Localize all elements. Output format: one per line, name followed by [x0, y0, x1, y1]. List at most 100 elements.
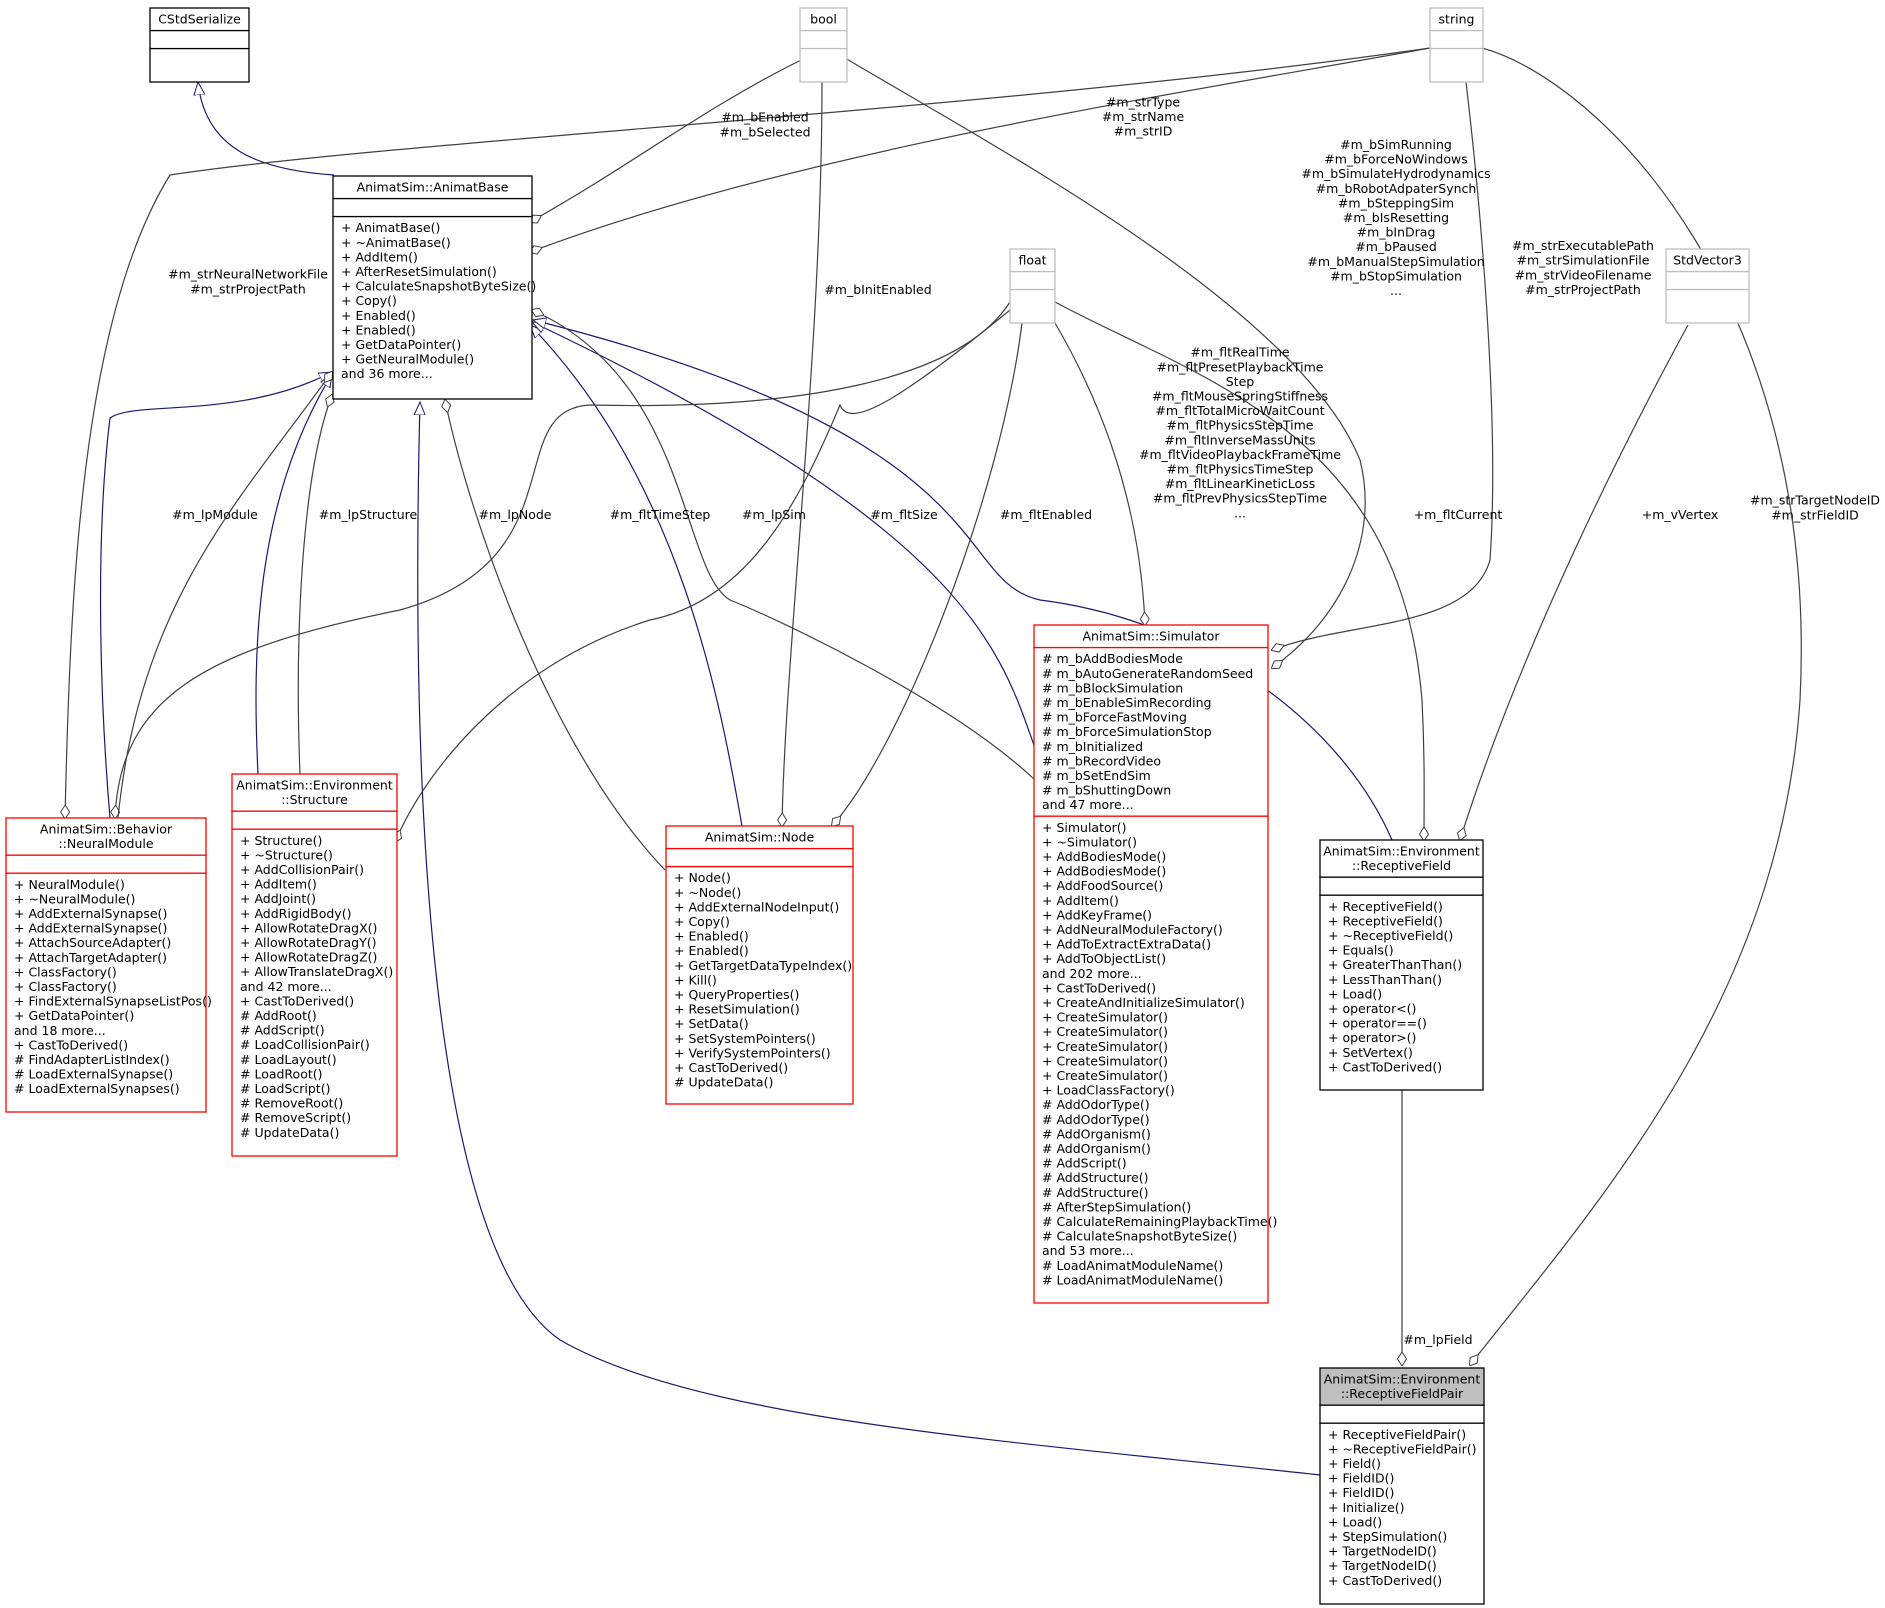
edge-float-node: [832, 322, 1023, 826]
label-bool-simulator: #m_bSimRunning#m_bForceNoWindows#m_bSimu…: [1301, 137, 1490, 298]
class-method: + AddExternalSynapse(): [14, 906, 167, 921]
class-stdvector3[interactable]: StdVector3: [1665, 248, 1750, 324]
label-fltenabled: #m_fltEnabled: [1000, 507, 1092, 522]
class-method: + Node(): [674, 870, 731, 885]
class-method: + AddItem(): [1042, 893, 1119, 908]
edge-label-line: #m_fltPhysicsStepTime: [1167, 418, 1314, 433]
class-method: + CastToDerived(): [1328, 1059, 1442, 1074]
class-attribute: # m_bBlockSimulation: [1042, 680, 1183, 695]
class-method: + LessThanThan(): [1328, 972, 1442, 987]
class-method: + CastToDerived(): [1328, 1573, 1442, 1588]
edge-label-line: #m_lpNode: [479, 507, 552, 522]
edge-label-line: #m_bRobotAdpaterSynch: [1316, 181, 1477, 196]
class-attribute: # m_bShuttingDown: [1042, 783, 1171, 798]
class-method: + Enabled(): [674, 929, 749, 944]
class-title: AnimatSim::Simulator: [1082, 629, 1220, 644]
class-method: and 18 more...: [14, 1023, 106, 1038]
edge-label-line: +m_vVertex: [1642, 507, 1718, 522]
edge-label-line: #m_bSimulateHydrodynamics: [1301, 166, 1490, 181]
class-method: + AddRigidBody(): [240, 906, 351, 921]
class-method: # LoadAnimatModuleName(): [1042, 1272, 1223, 1287]
edge-label-line: #m_lpModule: [172, 507, 258, 522]
edge-label-line: #m_fltPresetPlaybackTime: [1156, 359, 1323, 374]
class-method: + operator<(): [1328, 1001, 1416, 1016]
class-method: + Field(): [1328, 1456, 1381, 1471]
class-method: + operator==(): [1328, 1016, 1427, 1031]
class-attribute: # m_bSetEndSim: [1042, 768, 1151, 783]
class-title: AnimatSim::Behavior: [40, 822, 173, 837]
class-method: + ReceptiveField(): [1328, 899, 1443, 914]
class-title: ::ReceptiveFieldPair: [1341, 1386, 1464, 1401]
class-simulator[interactable]: AnimatSim::Simulator# m_bAddBodiesMode# …: [1033, 624, 1277, 1304]
class-attribute: # m_bInitialized: [1042, 739, 1143, 754]
edge-label-line: Step: [1226, 374, 1255, 389]
class-method: + Copy(): [674, 914, 730, 929]
class-neuralmodule[interactable]: AnimatSim::Behavior::NeuralModule+ Neura…: [5, 817, 212, 1113]
class-float[interactable]: float: [1009, 248, 1056, 324]
edge-label-line: #m_fltInverseMassUnits: [1164, 432, 1315, 447]
edge-label-line: #m_strID: [1114, 124, 1173, 139]
class-method: # AddStructure(): [1042, 1170, 1149, 1185]
class-bool[interactable]: bool: [799, 7, 848, 83]
class-method: # LoadRoot(): [240, 1066, 323, 1081]
edge-bool-simulator: [844, 57, 1366, 668]
class-method: + Enabled(): [341, 308, 416, 323]
edge-float-receptivefield: [1054, 301, 1424, 840]
edge-label-line: #m_strExecutablePath: [1512, 238, 1654, 253]
class-title: ::ReceptiveField: [1352, 858, 1451, 873]
label-bool-node: #m_bInitEnabled: [824, 282, 931, 297]
class-animatbase[interactable]: AnimatSim::AnimatBase+ AnimatBase()+ ~An…: [332, 175, 536, 400]
edge-label-line: #m_bEnabled: [721, 110, 808, 125]
class-method: # AddScript(): [240, 1023, 325, 1038]
edge-stdvector3-receptivefield: [1460, 324, 1689, 840]
class-method: + CreateAndInitializeSimulator(): [1042, 995, 1245, 1010]
label-string-neuralmodule: #m_strNeuralNetworkFile#m_strProjectPath: [168, 267, 328, 297]
class-node[interactable]: AnimatSim::Node+ Node()+ ~Node()+ AddExt…: [665, 825, 854, 1105]
class-method: # RemoveRoot(): [240, 1096, 343, 1111]
class-method: + TargetNodeID(): [1328, 1558, 1437, 1573]
edge-label-line: #m_fltTimeStep: [610, 507, 711, 522]
class-title: AnimatSim::Environment: [236, 778, 393, 793]
edge-label-line: #m_bPaused: [1355, 239, 1437, 254]
class-title: AnimatSim::AnimatBase: [357, 180, 509, 195]
class-method: # AddScript(): [1042, 1156, 1127, 1171]
edge-bool-animatbase-a: [530, 57, 806, 222]
class-method: # AddOdorType(): [1042, 1112, 1150, 1127]
class-attribute: # m_bEnableSimRecording: [1042, 695, 1212, 710]
class-structure[interactable]: AnimatSim::Environment::Structure+ Struc…: [231, 773, 398, 1157]
edge-label-line: #m_fltSize: [870, 507, 938, 522]
class-method: + ClassFactory(): [14, 979, 117, 994]
class-method: + ~ReceptiveFieldPair(): [1328, 1441, 1477, 1456]
class-method: + FieldID(): [1328, 1471, 1394, 1486]
class-method: + NeuralModule(): [14, 877, 125, 892]
label-bool-animatbase: #m_bEnabled#m_bSelected: [719, 110, 810, 140]
class-method: + CreateSimulator(): [1042, 1068, 1168, 1083]
class-method: + AddToObjectList(): [1042, 951, 1166, 966]
edge-structure-animatbase-use: [297, 395, 332, 775]
class-receptivefieldpair[interactable]: AnimatSim::Environment::ReceptiveFieldPa…: [1319, 1367, 1485, 1605]
class-method: # CalculateSnapshotByteSize(): [1042, 1229, 1237, 1244]
label-vvertex: +m_vVertex: [1642, 507, 1718, 522]
class-title: StdVector3: [1673, 253, 1742, 268]
class-receptivefield[interactable]: AnimatSim::Environment::ReceptiveField+ …: [1319, 839, 1484, 1091]
edge-label-line: #m_strProjectPath: [190, 281, 306, 296]
label-string-animatbase: #m_strType#m_strName#m_strID: [1102, 94, 1185, 138]
class-title: AnimatSim::Environment: [1323, 844, 1480, 859]
class-method: + ~NeuralModule(): [14, 891, 135, 906]
edge-label-line: #m_strNeuralNetworkFile: [168, 267, 328, 282]
edge-label-line: #m_strSimulationFile: [1517, 253, 1650, 268]
label-lpsim: #m_lpSim: [742, 507, 806, 522]
class-title: string: [1439, 12, 1475, 27]
class-cstdserialize[interactable]: CStdSerialize: [149, 7, 250, 83]
class-method: + Load(): [1328, 986, 1382, 1001]
class-string[interactable]: string: [1429, 7, 1484, 83]
class-method: + Simulator(): [1042, 820, 1127, 835]
class-method: # AddOrganism(): [1042, 1141, 1151, 1156]
class-method: # LoadExternalSynapses(): [14, 1081, 180, 1096]
class-method: + GetDataPointer(): [14, 1008, 134, 1023]
class-method: + ResetSimulation(): [674, 1002, 800, 1017]
class-method: # LoadExternalSynapse(): [14, 1067, 173, 1082]
class-attribute: and 47 more...: [1042, 797, 1134, 812]
edge-label-line: #m_strType: [1106, 94, 1180, 109]
